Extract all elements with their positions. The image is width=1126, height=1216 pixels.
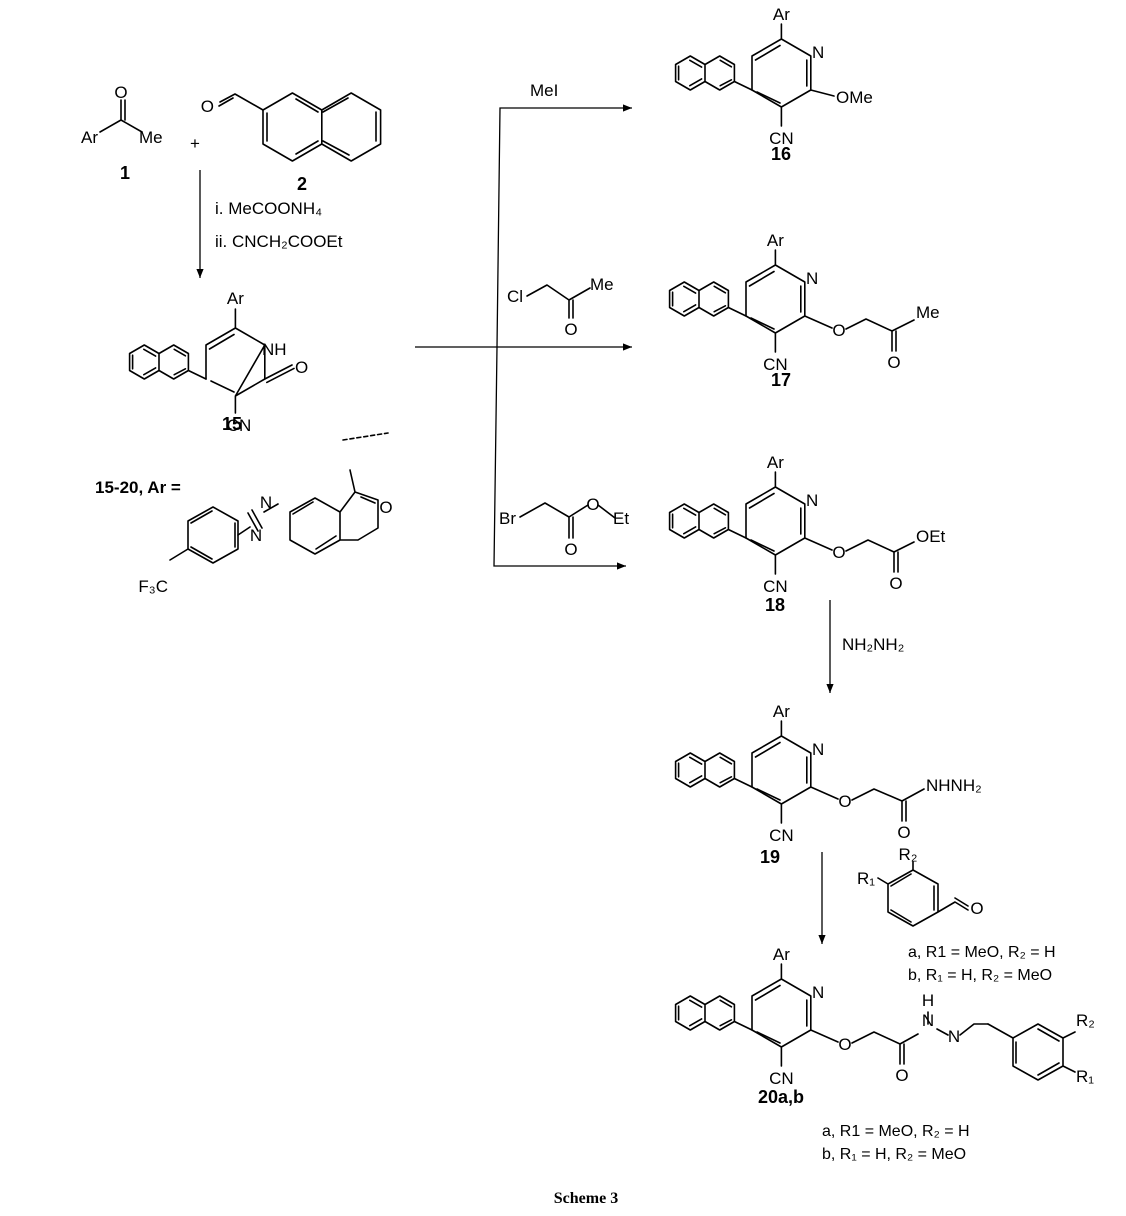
r1-label: R₁ [1076,1067,1094,1086]
carbonyl-oxygen-label: O [895,1066,908,1085]
r2-label: R₂ [899,845,918,864]
carbonyl-oxygen-label: O [897,823,910,842]
ether-oxygen-label: O [832,543,845,562]
compound-number-16: 16 [771,144,791,164]
reagent-step-i: i. MeCOONH₄ [215,199,322,218]
oxygen-label: O [970,899,983,918]
compound-1: O Ar Me 1 [81,83,163,183]
carbonyl-oxygen-label: O [889,574,902,593]
chlorine-label: Cl [507,287,523,306]
furan-oxygen-label: O [379,498,392,517]
oxygen-label: O [564,320,577,339]
oxygen-label: O [201,97,214,116]
r1-label: R₁ [857,869,875,888]
hydrazone-h-label: H [922,991,934,1010]
ethyl-label: Et [613,509,629,528]
ar-label: Ar [227,289,244,308]
methoxy-label: OMe [836,88,873,107]
reaction-arrow-to-16 [496,104,632,348]
reagent-hydrazine: NH₂NH₂ [842,635,904,654]
substituent-b-upper: b, R₁ = H, R₂ = MeO [908,967,1052,984]
substituent-a-upper: a, R1 = MeO, R₂ = H [908,944,1056,961]
cyano-label: CN [227,416,252,435]
ether-oxygen-label: O [838,792,851,811]
oxygen-label: O [586,495,599,514]
ethoxy-label: OEt [916,527,946,546]
nh-label: NH [262,340,287,359]
reagent-substituted-benzaldehyde: R₂ R₁ O [857,845,984,927]
compound-number-17: 17 [771,370,791,390]
substituent-a-lower: a, R1 = MeO, R₂ = H [822,1123,970,1140]
compound-17: O Me O 17 [670,231,940,390]
plus-sign: + [190,134,200,153]
methyl-label: Me [139,128,163,147]
ar-definition-text: 15-20, Ar = [95,478,181,497]
compound-number-15: 15 [222,414,242,434]
ether-oxygen-label: O [832,321,845,340]
compound-number-20ab: 20a,b [758,1087,804,1107]
compound-15: Ar NH O CN 15 [128,289,308,435]
ar-substituent-structure: F₃C N N O [138,432,393,596]
compound-number-2: 2 [297,174,307,194]
compound-20ab: O O H N N R₂ R₁ 20a,b [676,945,1095,1107]
reagent-step-ii: ii. CNCH₂COOEt [215,232,343,251]
oxygen-label: O [114,83,127,102]
compound-number-1: 1 [120,163,130,183]
bromine-label: Br [499,509,516,528]
reagent-chloroacetone: Cl Me O [507,275,614,339]
methyl-label: Me [590,275,614,294]
carbonyl-oxygen-label: O [887,353,900,372]
r2-label: R₂ [1076,1011,1095,1030]
reagent-ethyl-bromoacetate: Br O Et O [499,495,629,559]
compound-number-18: 18 [765,595,785,615]
azo-nitrogen-label: N [250,526,262,545]
azo-nitrogen-label: N [260,493,272,512]
compound-19: O NHNH₂ O 19 [676,702,982,867]
ether-oxygen-label: O [838,1035,851,1054]
scheme-caption: Scheme 3 [554,1190,618,1207]
compound-number-19: 19 [760,847,780,867]
imine-nitrogen-label: N [948,1027,960,1046]
methyl-label: Me [916,303,940,322]
hydrazide-label: NHNH₂ [926,776,982,795]
reaction-arrow-to-18 [493,346,626,570]
reagent-methyl-iodide: MeI [530,81,558,100]
ar-label: Ar [81,128,98,147]
ar-definition-label: 15-20, Ar = [95,478,181,497]
cf3-label: F₃C [138,577,168,596]
oxygen-label: O [564,540,577,559]
hydrazone-nitrogen-label: N [922,1011,934,1030]
compound-2-naphthaldehyde: O 2 [201,92,382,194]
compound-18: O OEt O 18 [670,453,946,615]
substituent-b-lower: b, R₁ = H, R₂ = MeO [822,1146,966,1163]
oxygen-label: O [295,358,308,377]
compound-16: OMe 16 [676,5,873,164]
